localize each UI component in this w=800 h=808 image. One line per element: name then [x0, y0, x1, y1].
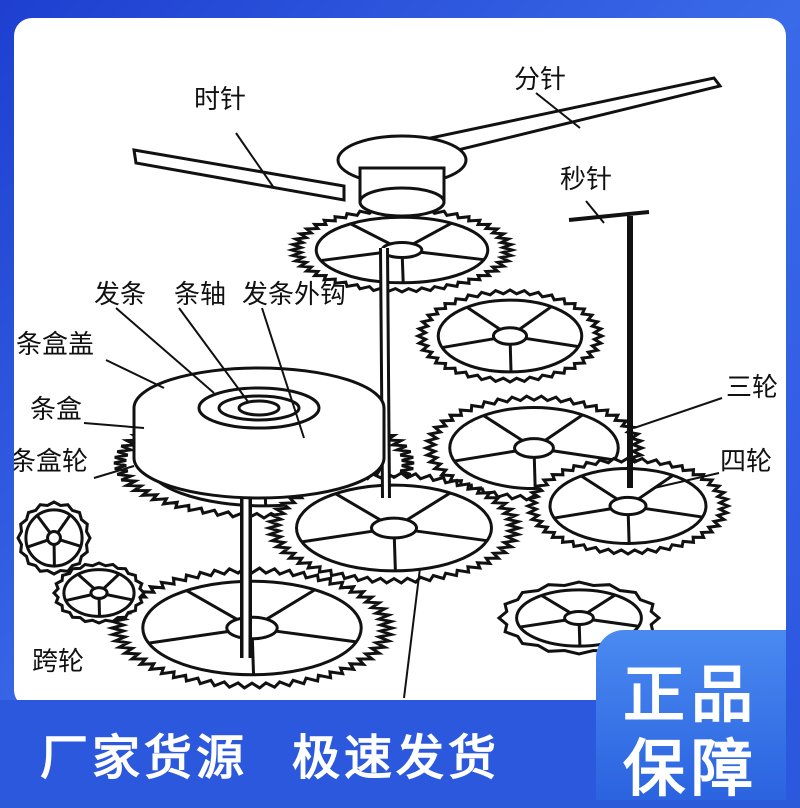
label-mainspring-hook: 发条外钩: [242, 280, 346, 310]
label-barrel: 条盒: [30, 395, 82, 425]
badge-line-2: 保障: [596, 718, 786, 808]
second-hand: [569, 212, 649, 220]
label-fourth-wheel: 四轮: [720, 447, 772, 477]
label-barrel-cover: 条盒盖: [16, 330, 94, 360]
label-barrel-wheel: 条盒轮: [14, 447, 88, 477]
small-left-wheel: [18, 502, 90, 574]
slogan-fast-shipping: 极速发货: [292, 718, 500, 788]
label-hour-hand: 时针: [194, 85, 246, 115]
clock-mechanism-diagram: 时针 分针 秒针 发条 条轴 发条外钩 条盒盖 条盒 条盒轮 三轮 四轮 跨轮: [14, 18, 786, 708]
hour-hand: [134, 150, 344, 200]
mainspring-barrel: [134, 368, 384, 498]
label-arbor: 条轴: [174, 280, 226, 310]
label-minute-hand: 分针: [514, 65, 566, 95]
label-second-hand: 秒针: [560, 165, 612, 195]
authentic-guarantee-badge: 正品 保障: [596, 630, 786, 800]
label-cross-wheel: 跨轮: [32, 647, 84, 677]
label-third-wheel: 三轮: [726, 373, 778, 403]
slogan-factory-source: 厂家货源: [40, 718, 248, 788]
diagram-card: 时针 分针 秒针 发条 条轴 发条外钩 条盒盖 条盒 条盒轮 三轮 四轮 跨轮: [14, 18, 786, 708]
third-wheel-upper: [418, 290, 602, 382]
label-mainspring: 发条: [94, 280, 146, 310]
